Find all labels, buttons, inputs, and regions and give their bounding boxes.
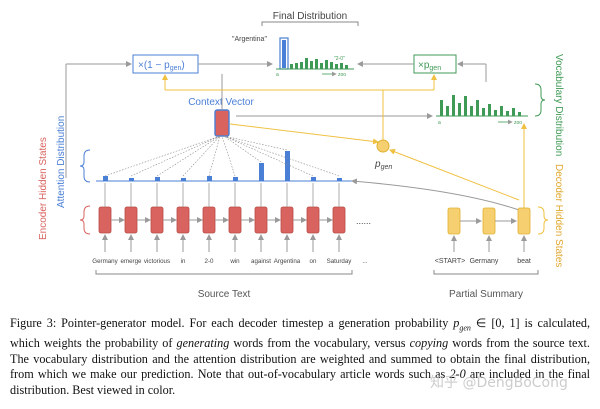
watermark: 知乎 @DengBoCong — [430, 375, 568, 391]
source-text-bracket — [95, 270, 353, 275]
decoder-cell — [482, 207, 496, 235]
decoder-word: <START> — [435, 258, 465, 265]
source-word: Germany — [92, 258, 118, 265]
two-zero-label: "2-0" — [334, 56, 345, 62]
source-word: Saturday — [327, 258, 353, 265]
encoder-cell — [98, 206, 112, 234]
vocab-axis-zoo: zoo — [514, 120, 522, 126]
source-word: Argentina — [274, 258, 301, 265]
pgen-label: pgen — [374, 159, 392, 171]
final-distribution-bars — [279, 37, 348, 70]
encoder-cell — [150, 206, 164, 234]
source-text-label: Source Text — [198, 289, 251, 300]
source-word: on — [310, 258, 317, 265]
pgen-node — [376, 139, 390, 153]
partial-summary-bracket — [433, 270, 539, 275]
vocabulary-distribution-bars — [440, 95, 521, 116]
weight-right-text: ×pgen — [418, 60, 441, 72]
context-vector-label: Context Vector — [188, 97, 254, 108]
figure-caption: Figure 3: Pointer-generator model. For e… — [10, 316, 590, 397]
source-word: against — [251, 258, 271, 265]
weight-left-text: ×(1 − pgen) — [138, 60, 185, 72]
decoder-words: <START> Germany beat — [435, 258, 531, 265]
encoder-cell — [124, 206, 138, 234]
partial-summary-label: Partial Summary — [449, 289, 523, 300]
decoder-word: beat — [517, 258, 531, 265]
argentina-label: "Argentina" — [232, 36, 267, 43]
source-word: in — [181, 258, 186, 265]
decoder-hidden-states-label: Decoder Hidden States — [553, 164, 564, 267]
context-vector — [214, 109, 230, 137]
decoder-cell — [517, 207, 531, 235]
encoder-cell — [280, 206, 294, 234]
source-word: 2-0 — [205, 258, 215, 265]
final-axis-a: a — [276, 72, 279, 78]
attention-links — [104, 135, 340, 177]
vocabulary-distribution-label: Vocabulary Distribution — [553, 54, 564, 156]
attention-distribution-label: Attention Distribution — [56, 116, 67, 208]
encoder-cell — [254, 206, 268, 234]
encoder-hidden-states-label: Encoder Hidden States — [38, 137, 49, 240]
final-distribution-bracket — [261, 21, 359, 26]
source-word: victorious — [144, 258, 170, 265]
vocab-axis-a: a — [438, 120, 441, 126]
pointer-generator-diagram: Final Distribution "Argentina" "2-0" a z… — [38, 11, 564, 300]
decoder-cell — [447, 207, 461, 235]
final-axis-zoo: zoo — [338, 72, 346, 78]
attention-distribution-bars — [103, 151, 342, 181]
decoder-hidden-states — [447, 207, 531, 252]
decoder-word: Germany — [470, 258, 499, 265]
source-word: win — [229, 258, 240, 265]
encoder-cell — [176, 206, 190, 234]
encoder-hidden-states — [98, 183, 346, 252]
encoder-cell — [228, 206, 242, 234]
encoder-cell — [306, 206, 320, 234]
source-word: emerge — [121, 258, 143, 265]
encoder-ellipsis: ...... — [356, 216, 371, 226]
source-word: ... — [362, 258, 367, 265]
final-distribution-label: Final Distribution — [273, 11, 347, 22]
encoder-cell — [202, 206, 216, 234]
encoder-cell — [332, 206, 346, 234]
